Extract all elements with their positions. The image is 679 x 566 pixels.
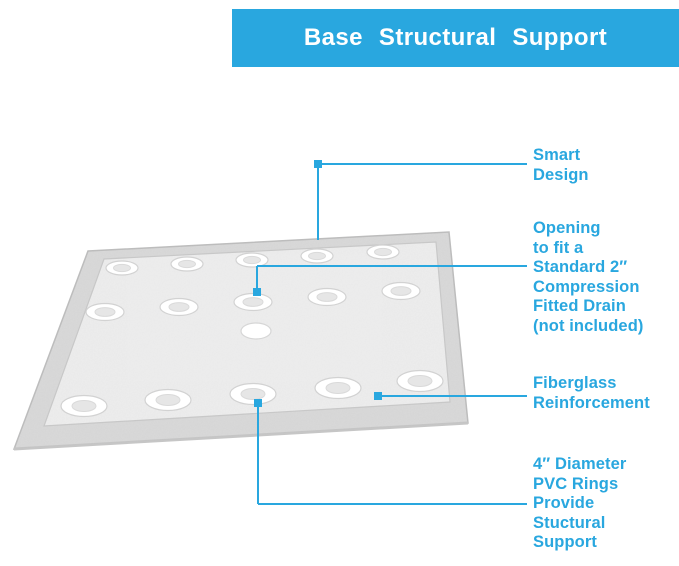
connector-square xyxy=(253,288,261,296)
callout-text-line: PVC Rings xyxy=(533,474,619,493)
callout-line-smart-design xyxy=(314,160,527,240)
callout-label-fiberglass: Fiberglass Reinforcement xyxy=(533,374,650,413)
header-banner: Base Structural Support xyxy=(232,9,679,67)
callout-line-drain-opening xyxy=(253,265,527,296)
callout-line-fiberglass xyxy=(374,392,527,400)
pvc-ring xyxy=(170,256,204,272)
callout-text-line: Design xyxy=(533,165,589,184)
callout-text-line: 4″ Diameter xyxy=(533,455,627,473)
page-title: Base Structural Support xyxy=(303,24,608,51)
pvc-ring xyxy=(235,252,269,268)
drain-opening-hole xyxy=(240,322,272,340)
callout-text-line: (not included) xyxy=(533,316,644,335)
callout-text-line: Opening xyxy=(533,219,601,237)
pvc-ring xyxy=(396,369,444,393)
pvc-ring xyxy=(300,248,334,264)
callout-text-line: Fitted Drain xyxy=(533,297,626,315)
pvc-ring xyxy=(144,388,192,412)
callout-text-line: Smart xyxy=(533,146,581,164)
callout-text-line: Compression xyxy=(533,277,640,296)
callout-label-drain-opening: Opening to fit a Standard 2″ Compression… xyxy=(533,219,643,336)
pvc-ring xyxy=(307,287,347,307)
pvc-ring xyxy=(85,302,125,322)
connector-square xyxy=(374,392,382,400)
callout-text-line: Provide xyxy=(533,494,595,512)
connector-square xyxy=(314,160,322,168)
callout-text-line: to fit a xyxy=(533,238,584,257)
callout-label-pvc-rings: 4″ Diameter PVC Rings Provide Stuctural … xyxy=(533,455,626,553)
callout-text-line: Reinforcement xyxy=(533,393,650,412)
pvc-ring xyxy=(366,244,400,260)
pvc-ring xyxy=(233,292,273,312)
pvc-ring xyxy=(229,382,277,406)
callout-label-smart-design: Smart Design xyxy=(533,146,589,185)
pvc-ring xyxy=(314,376,362,400)
callout-text-line: Support xyxy=(533,533,597,551)
pvc-ring xyxy=(381,281,421,301)
connector-square xyxy=(254,399,262,407)
callout-text-line: Standard 2″ xyxy=(533,258,628,276)
callout-text-line: Fiberglass xyxy=(533,374,617,392)
pvc-ring xyxy=(159,297,199,317)
pvc-ring xyxy=(105,260,139,276)
pvc-ring xyxy=(60,394,108,418)
callout-line-pvc-rings xyxy=(254,399,527,505)
shower-pan xyxy=(12,231,469,451)
callout-text-line: Stuctural xyxy=(533,513,606,532)
